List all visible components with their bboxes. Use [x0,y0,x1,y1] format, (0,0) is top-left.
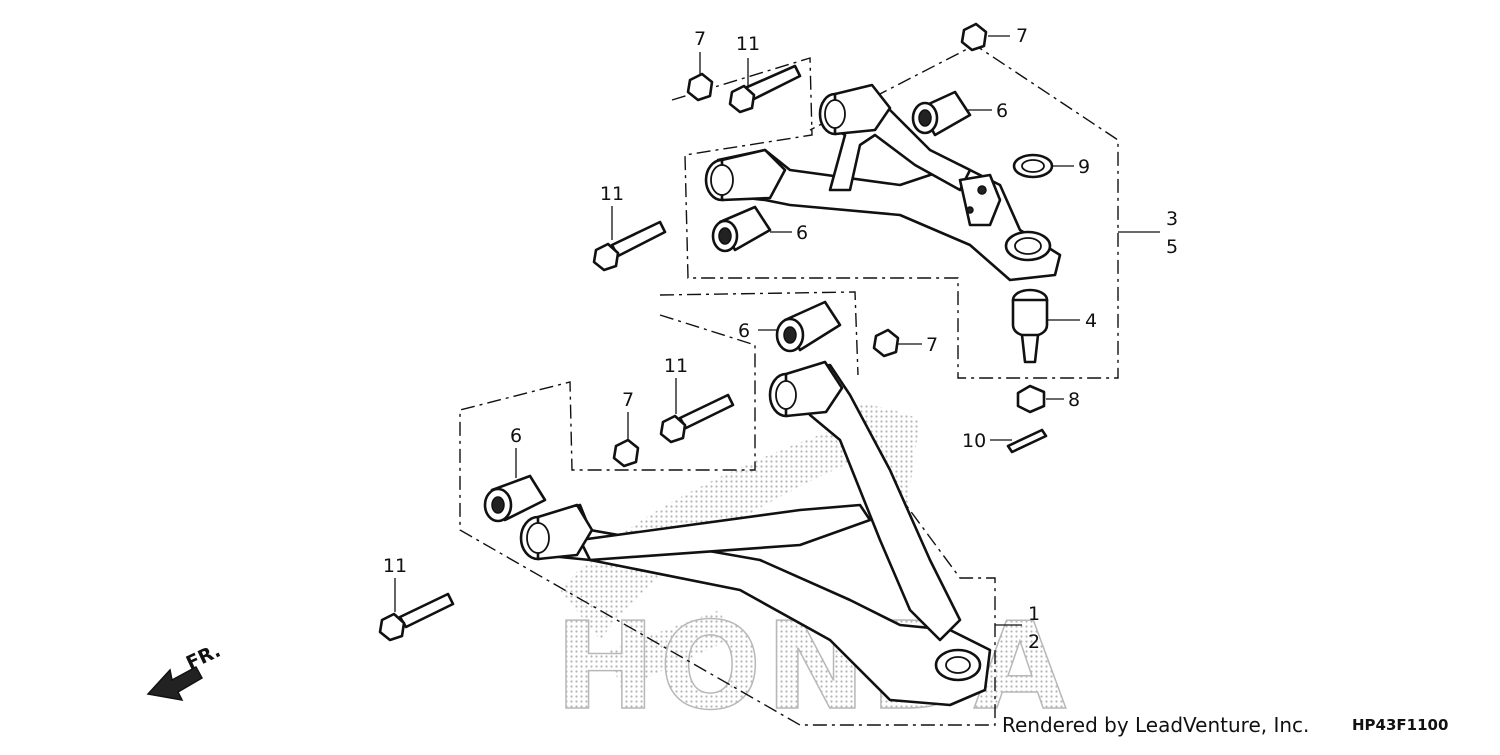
callout-1: 1 [1028,603,1040,625]
diagram-code: HP43F1100 [1352,716,1448,734]
callout-9: 9 [1078,156,1090,178]
callout-11-lower-middle: 11 [664,355,688,377]
callout-8: 8 [1068,389,1080,411]
callout-2: 2 [1028,631,1040,653]
bolt-upper-top [728,64,802,114]
bolt-upper-left [592,220,667,272]
callout-6-upper-rear: 6 [796,222,808,244]
callout-10: 10 [962,430,986,452]
upper-arm-boundary [671,44,1119,379]
callout-11-lower-left: 11 [383,555,407,577]
snap-ring [1012,153,1054,179]
bushing-upper-front [911,90,972,137]
callout-7-top-left: 7 [694,28,706,50]
bolt-lower-middle [659,393,735,444]
rendered-by-credit: Rendered by LeadVenture, Inc. [1002,713,1309,737]
callout-3: 3 [1166,208,1178,230]
cotter-pin [1006,428,1048,454]
front-direction-arrow: FR. [146,640,224,701]
callout-4: 4 [1085,310,1097,332]
castle-nut [1016,384,1046,414]
nut-upper-left [686,72,714,102]
callout-7-lower-right: 7 [926,334,938,356]
bushing-lower-rear [483,474,547,523]
nut-lower-left [612,438,640,468]
callout-labels: 7 11 7 6 9 3 5 11 6 4 6 7 11 7 8 6 10 11… [383,25,1178,653]
callout-11-upper-left: 11 [600,183,624,205]
callout-11-top: 11 [736,33,760,55]
callout-6-lower-front: 6 [738,320,750,342]
nut-upper-right [960,22,988,52]
lower-arm-boundary [659,291,859,376]
bolt-lower-left [378,592,455,642]
bushing-upper-rear [711,205,772,253]
direction-label: FR. [183,640,224,675]
bushing-lower-front [775,300,842,353]
callout-7-top-right: 7 [1016,25,1028,47]
ball-joint [1011,288,1049,364]
upper-control-arm [704,83,1062,282]
callout-6-upper-front: 6 [996,100,1008,122]
callout-6-lower-rear: 6 [510,425,522,447]
callout-7-lower-left: 7 [622,389,634,411]
lower-arm-boundary-inner [459,314,996,726]
leader-lines [394,35,1160,626]
nut-lower-right [872,328,900,358]
callout-5: 5 [1166,236,1178,258]
lower-control-arm [519,360,992,707]
